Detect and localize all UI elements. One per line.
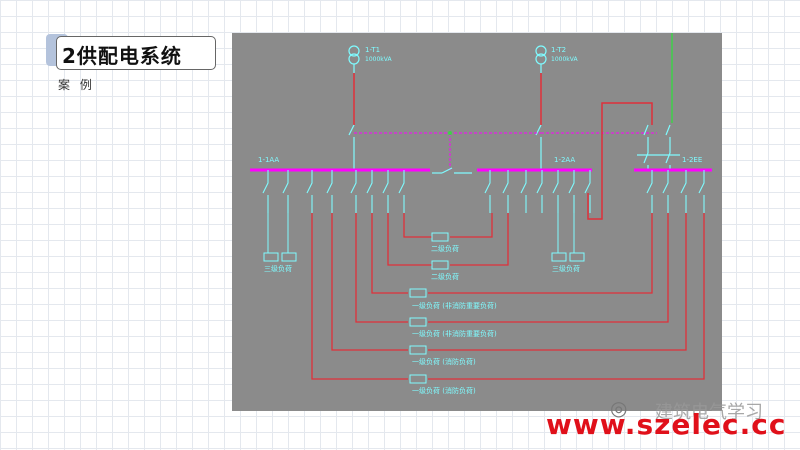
feeder-breaker-11 (536, 170, 543, 213)
feeder-breaker-1 (282, 170, 289, 213)
load-wires (311, 213, 705, 380)
feeder-breaker-2 (306, 170, 313, 213)
load-label-three-left: 三级负荷 (264, 264, 292, 273)
feeder-breaker-12 (552, 170, 559, 213)
load-label-two-b: 二级负荷 (431, 272, 459, 281)
feeder-breaker-15 (646, 170, 653, 213)
bus-1-2ee-label: 1-2EE (682, 156, 702, 164)
feeder-breaker-13 (568, 170, 575, 213)
feeder-breaker-7 (398, 170, 405, 213)
transformer-t2-rating: 1000kVA (551, 56, 578, 63)
single-line-diagram: 1-T1 1000kVA 1-T2 1000kVA 1-1AA 1-2AA 1-… (232, 33, 722, 411)
feeder-breaker-4 (350, 170, 357, 213)
feeder-breaker-17 (680, 170, 687, 213)
transformer-t2-name: 1-T2 (551, 46, 566, 54)
load-label-one-d: 一级负荷 (消防负荷) (412, 386, 476, 395)
tie-feed-wire (587, 102, 653, 220)
feeder-breaker-9 (502, 170, 509, 213)
feeder-breaker-18 (698, 170, 705, 213)
bus-1-2aa-label: 1-2AA (554, 156, 575, 164)
wechat-logo-icon: ◎ (610, 396, 628, 420)
slide-title: 2供配电系统 (62, 44, 182, 68)
load-label-three-right: 三级负荷 (552, 264, 580, 273)
transformer-t1 (348, 45, 360, 73)
load-label-one-c: 一级负荷 (消防负荷) (412, 357, 476, 366)
slide-subtitle: 案 例 (58, 78, 95, 92)
load-label-one-a: 一级负荷 (非消防重要负荷) (412, 301, 497, 310)
feeder-breaker-6 (382, 170, 389, 213)
transformer-t1-name: 1-T1 (365, 46, 380, 54)
interlock-node (448, 131, 452, 135)
feeder-breaker-10 (520, 170, 527, 213)
diagram-background (232, 33, 722, 411)
transformer-t1-rating: 1000kVA (365, 56, 392, 63)
feeder-breaker-0 (262, 170, 269, 213)
feeder-breaker-3 (326, 170, 333, 213)
watermark-url: www.szelec.cc (546, 408, 787, 441)
title-box (56, 36, 216, 70)
bus-coupler (432, 167, 472, 174)
feeder-breaker-14 (584, 170, 591, 213)
watermark-text: 建筑电气学习 (655, 402, 763, 423)
load-label-one-b: 一级负荷 (非消防重要负荷) (412, 329, 497, 338)
feeder-breaker-8 (484, 170, 491, 213)
feeder-breaker-16 (662, 170, 669, 213)
load-terminals (263, 232, 585, 384)
feeder-group (262, 170, 705, 253)
transformer-t2 (535, 45, 547, 73)
feeder-breaker-5 (366, 170, 373, 213)
bus-1-1aa-label: 1-1AA (258, 156, 279, 164)
load-label-two-a: 二级负荷 (431, 244, 459, 253)
